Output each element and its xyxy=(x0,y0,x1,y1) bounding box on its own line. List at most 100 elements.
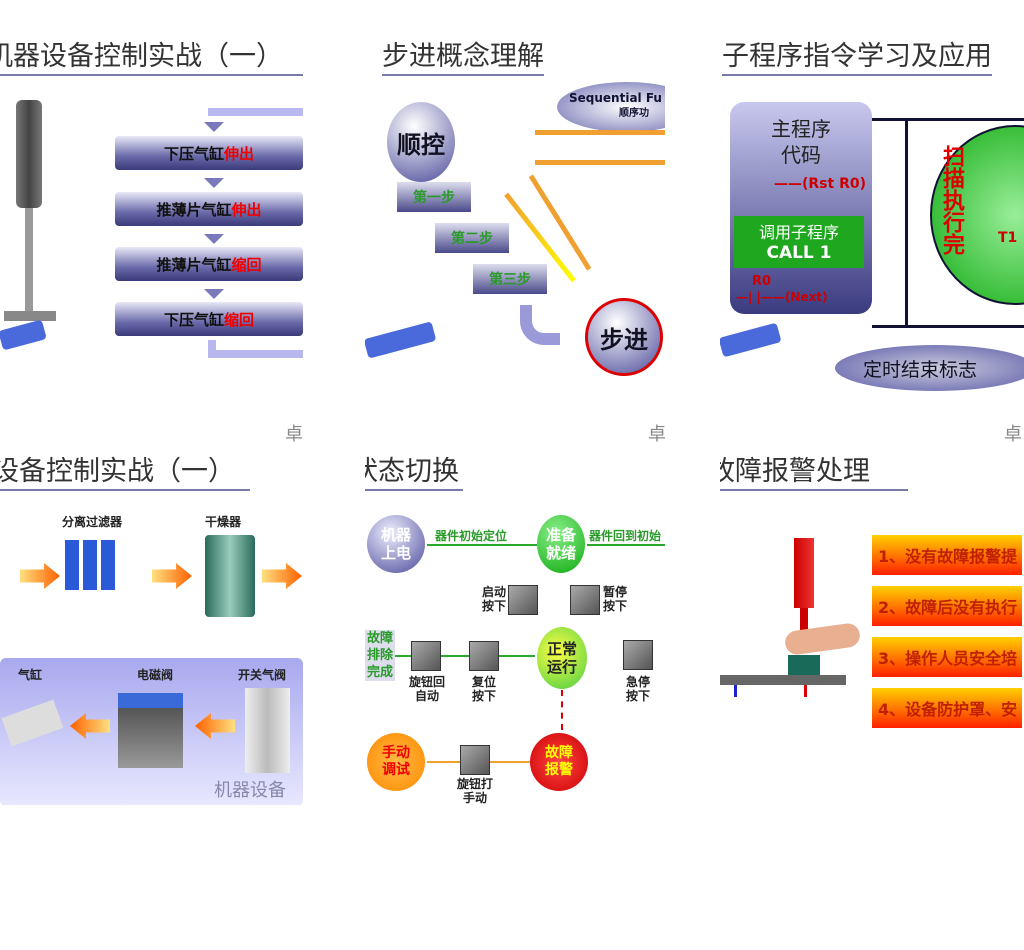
main-program-box: 主程序 代码 ——(Rst R0) 调用子程序 CALL 1 R0 —| |——… xyxy=(730,102,872,314)
orange-line xyxy=(535,130,665,135)
knob-manual-icon xyxy=(460,745,490,775)
flow-arrow-icon xyxy=(152,563,192,589)
arrow-line xyxy=(427,544,537,546)
cylinder-image xyxy=(1,699,64,747)
switch-valve-label: 开关气阀 xyxy=(238,668,287,682)
timer-flag-ellipse: 定时结束标志 xyxy=(835,345,1024,391)
slide-thumbnail-3[interactable]: 子程序指令学习及应用 主程序 代码 ——(Rst R0) 调用子程序 CALL … xyxy=(720,40,1024,445)
step-action: 缩回 xyxy=(224,310,255,329)
fault-item: 1、没有故障报警提 xyxy=(872,535,1022,575)
dryer-image xyxy=(205,535,255,617)
watermark-icon: 卓 xyxy=(285,424,303,445)
slide-thumbnail-4[interactable]: 设备控制实战（一） 分离过滤器 干燥器 气缸 电磁阀 开关气阀 机器设备 xyxy=(0,455,303,805)
filter-label: 分离过滤器 xyxy=(62,515,123,529)
alarm-node: 故障报警 xyxy=(530,733,588,791)
step-text: 下压气缸 xyxy=(163,144,224,163)
sequential-cn-text: 顺序功 xyxy=(619,108,649,119)
pencil-clipart xyxy=(365,321,437,359)
step-action: 缩回 xyxy=(231,255,262,274)
watermark-icon: 卓 xyxy=(1004,424,1022,445)
connector-line xyxy=(872,118,1024,328)
hand-image xyxy=(783,621,862,657)
pencil-clipart xyxy=(720,322,782,358)
reset-button-icon xyxy=(469,641,499,671)
ready-node: 准备就绪 xyxy=(537,515,585,573)
call-cn-text: 调用子程序 xyxy=(758,223,839,242)
filter-image xyxy=(65,540,117,590)
pencil-clipart xyxy=(0,319,47,351)
pause-button-icon xyxy=(570,585,600,615)
call-text: CALL 1 xyxy=(766,243,832,263)
call-box: 调用子程序 CALL 1 xyxy=(734,216,864,268)
machine-label: 机器设备 xyxy=(214,780,286,801)
step-action: 伸出 xyxy=(231,200,262,219)
slide-thumbnail-6[interactable]: 故障报警处理 1、没有故障报警提 2、故障后没有执行 3、操作人员安全培 4、设… xyxy=(720,455,1024,805)
fault-item: 4、设备防护罩、安 xyxy=(872,688,1022,728)
step-text: 下压气缸 xyxy=(163,310,224,329)
cylinder-rod xyxy=(25,208,33,313)
step-bar: 下压气缸伸出 xyxy=(115,136,303,170)
knob-auto-icon xyxy=(411,641,441,671)
normal-run-node: 正常运行 xyxy=(537,627,587,689)
fault-clear-label: 故障排除完成 xyxy=(365,630,395,681)
red-rod xyxy=(800,608,808,638)
down-arrow-icon xyxy=(204,289,224,299)
estop-label: 急停按下 xyxy=(625,675,650,703)
step-text: 推薄片气缸 xyxy=(156,255,232,274)
cylinder-base xyxy=(4,311,56,321)
orange-line xyxy=(528,174,592,271)
connector-line xyxy=(905,118,908,328)
power-on-node: 机器上电 xyxy=(367,515,425,573)
cylinder-label: 气缸 xyxy=(18,668,43,682)
bujin-circle: 步进 xyxy=(585,298,663,376)
manual-node: 手动调试 xyxy=(367,733,425,791)
scan-text: 扫描执行完 xyxy=(939,145,964,255)
slide-title: 步进概念理解 xyxy=(382,40,544,76)
pause-label: 暂停按下 xyxy=(602,585,627,613)
step-bar: 推薄片气缸缩回 xyxy=(115,247,303,281)
fault-item: 2、故障后没有执行 xyxy=(872,586,1022,626)
knob-manual-label: 旋钮打手动 xyxy=(456,777,493,805)
down-arrow-icon xyxy=(204,178,224,188)
solenoid-image xyxy=(118,693,183,768)
step-box: 第一步 xyxy=(397,182,471,212)
arrow-line xyxy=(395,655,535,657)
start-button-icon xyxy=(508,585,538,615)
cylinder-image xyxy=(16,100,42,208)
step-box: 第二步 xyxy=(435,223,509,253)
step-box: 第三步 xyxy=(473,264,547,294)
slide-thumbnail-5[interactable]: 状态切换 机器上电 器件初始定位 准备就绪 器件回到初始 启动按下 暂停按下 故… xyxy=(365,455,665,805)
slide-title: 故障报警处理 xyxy=(720,455,908,491)
flow-arrow-icon xyxy=(20,563,60,589)
slide-thumbnail-1[interactable]: 机器设备控制实战（一） 下压气缸伸出 推薄片气缸伸出 推薄片气缸缩回 下压气缸缩… xyxy=(0,40,303,445)
red-leg xyxy=(804,685,807,697)
step-text: 推薄片气缸 xyxy=(156,200,232,219)
slide-thumbnail-2[interactable]: 步进概念理解 Sequential Fu 顺序功 顺控 第一步 第二步 第三步 … xyxy=(365,40,665,445)
next-text: —| |——(Next) xyxy=(736,290,828,304)
flow-arrow-icon xyxy=(70,713,110,739)
estop-button-icon xyxy=(623,640,653,670)
down-arrow-icon xyxy=(204,234,224,244)
back-init-label: 器件回到初始 xyxy=(589,529,662,543)
main-code-text: 主程序 代码 xyxy=(771,117,831,167)
sequential-en-text: Sequential Fu xyxy=(569,91,662,105)
step-action: 伸出 xyxy=(224,144,255,163)
base-plate xyxy=(720,675,846,685)
slide-title: 设备控制实战（一） xyxy=(0,455,250,491)
step-bar: 下压气缸缩回 xyxy=(115,302,303,336)
reset-label: 复位按下 xyxy=(471,675,496,703)
dryer-label: 干燥器 xyxy=(205,515,242,529)
arrow-line xyxy=(587,544,665,546)
loop-line-bottom xyxy=(208,340,303,358)
red-cylinder xyxy=(794,538,814,608)
blue-leg xyxy=(734,685,737,697)
solenoid-label: 电磁阀 xyxy=(137,668,174,682)
slide-title: 状态切换 xyxy=(365,455,463,491)
r0-label: R0 xyxy=(752,274,772,289)
knob-auto-label: 旋钮回自动 xyxy=(408,675,445,703)
shunkong-circle: 顺控 xyxy=(387,102,455,182)
rst-text: ——(Rst R0) xyxy=(774,176,866,192)
down-arrow-icon xyxy=(204,122,224,132)
dashed-arrow-line xyxy=(561,690,563,730)
init-label: 器件初始定位 xyxy=(435,529,508,543)
